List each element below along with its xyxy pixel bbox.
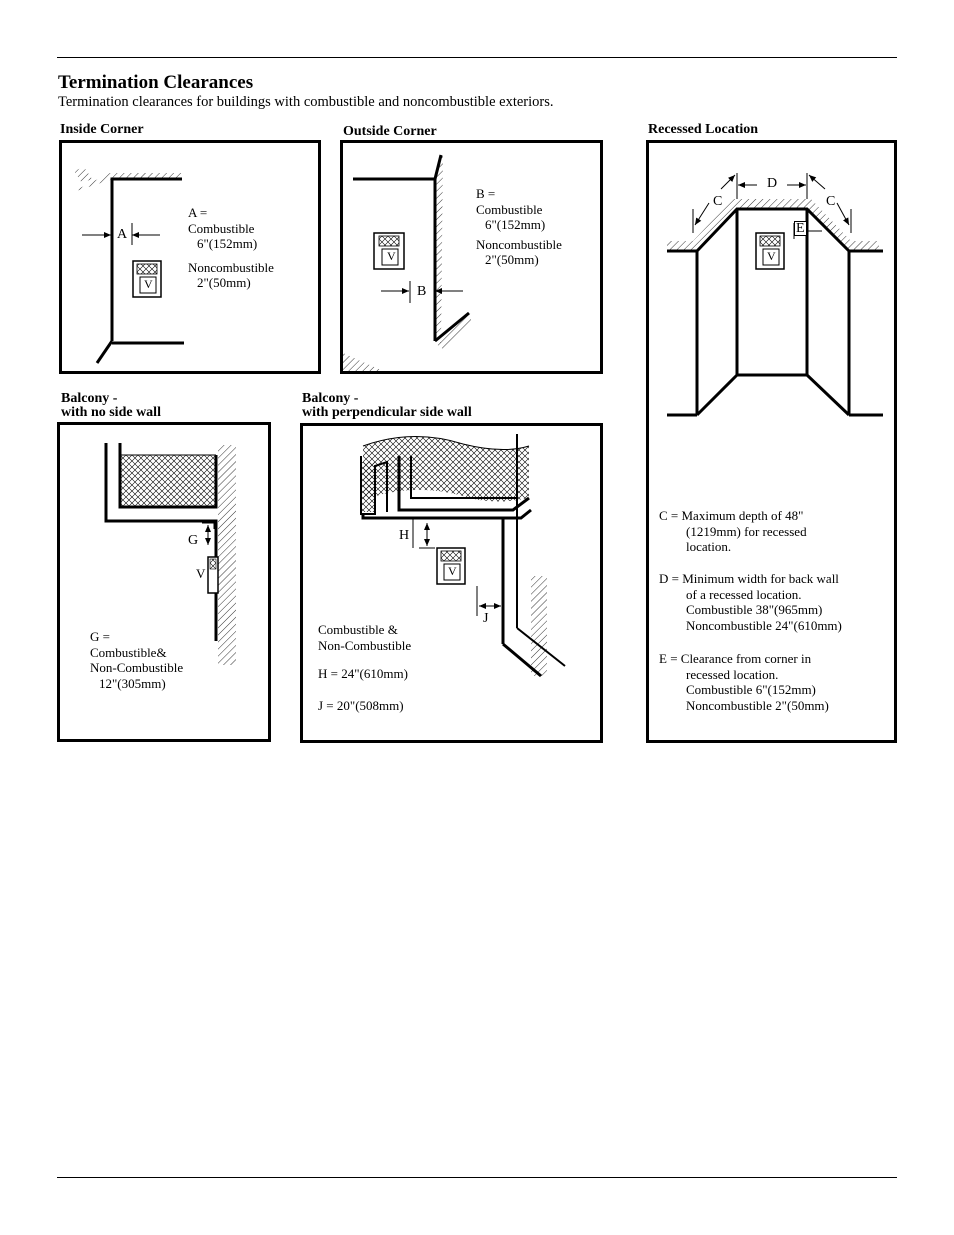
balcony-perp-panel: H J V Combustible & Non-Combustible H = … <box>300 423 603 743</box>
outside-corner-vent: V <box>387 249 396 263</box>
inside-corner-panel: A V A = Combustible 6"(152mm) Noncombust… <box>59 140 321 374</box>
recessed-label: Recessed Location <box>648 122 759 137</box>
outside-corner-panel: B V B = Combustible 6"(152mm) Noncombust… <box>340 140 603 374</box>
balcony-perp-j-value: J = 20"(508mm) <box>318 698 404 713</box>
balcony-perp-h-value: H = 24"(610mm) <box>318 666 408 681</box>
inside-corner-text: A = Combustible 6"(152mm) Noncombustible… <box>188 205 274 290</box>
recessed-c-text: C = Maximum depth of 48" (1219mm) for re… <box>659 508 807 554</box>
inside-corner-vent: V <box>144 277 153 291</box>
balcony-no-side-label: Balcony - with no side wall <box>61 391 161 420</box>
balcony-perp-vent: V <box>448 564 457 578</box>
recessed-e-text: E = Clearance from corner in recessed lo… <box>659 651 829 713</box>
balcony-perp-diagram <box>360 434 566 678</box>
balcony-no-side-text: G = Combustible& Non-Combustible 12"(305… <box>90 629 184 691</box>
recessed-diagram <box>667 173 883 417</box>
recessed-dim-d: D <box>767 176 778 191</box>
balcony-no-side-panel: G V G = Combustible& Non-Combustible 12"… <box>57 422 271 742</box>
balcony-perp-dim-j: J <box>483 611 489 626</box>
balcony-perp-text: Combustible & Non-Combustible <box>318 622 412 653</box>
bottom-rule <box>57 1177 897 1178</box>
balcony-no-side-vent: V <box>196 566 206 581</box>
outside-corner-dim-b: B <box>417 284 427 299</box>
recessed-dim-c-right: C <box>826 194 836 209</box>
balcony-no-side-dim-g: G <box>188 533 199 548</box>
page-subtitle: Termination clearances for buildings wit… <box>58 94 554 110</box>
balcony-perp-dim-h: H <box>399 528 410 543</box>
page-title: Termination Clearances <box>58 72 254 93</box>
top-rule <box>57 57 897 58</box>
recessed-dim-e: E <box>794 221 807 236</box>
outside-corner-label: Outside Corner <box>343 124 437 139</box>
balcony-perp-label: Balcony - with perpendicular side wall <box>302 391 472 420</box>
outside-corner-text: B = Combustible 6"(152mm) Noncombustible… <box>476 186 562 267</box>
inside-corner-diagram <box>70 167 184 364</box>
balcony-no-side-diagram <box>104 443 236 665</box>
inside-corner-label: Inside Corner <box>60 122 144 137</box>
recessed-d-text: D = Minimum width for back wall of a rec… <box>659 571 842 633</box>
recessed-panel: C D C E V C = Maximum depth of 48" (1219… <box>646 140 897 743</box>
recessed-dim-c-left: C <box>713 194 723 209</box>
recessed-vent: V <box>767 249 776 263</box>
inside-corner-dim-a: A <box>117 227 128 242</box>
outside-corner-diagram <box>343 153 471 371</box>
